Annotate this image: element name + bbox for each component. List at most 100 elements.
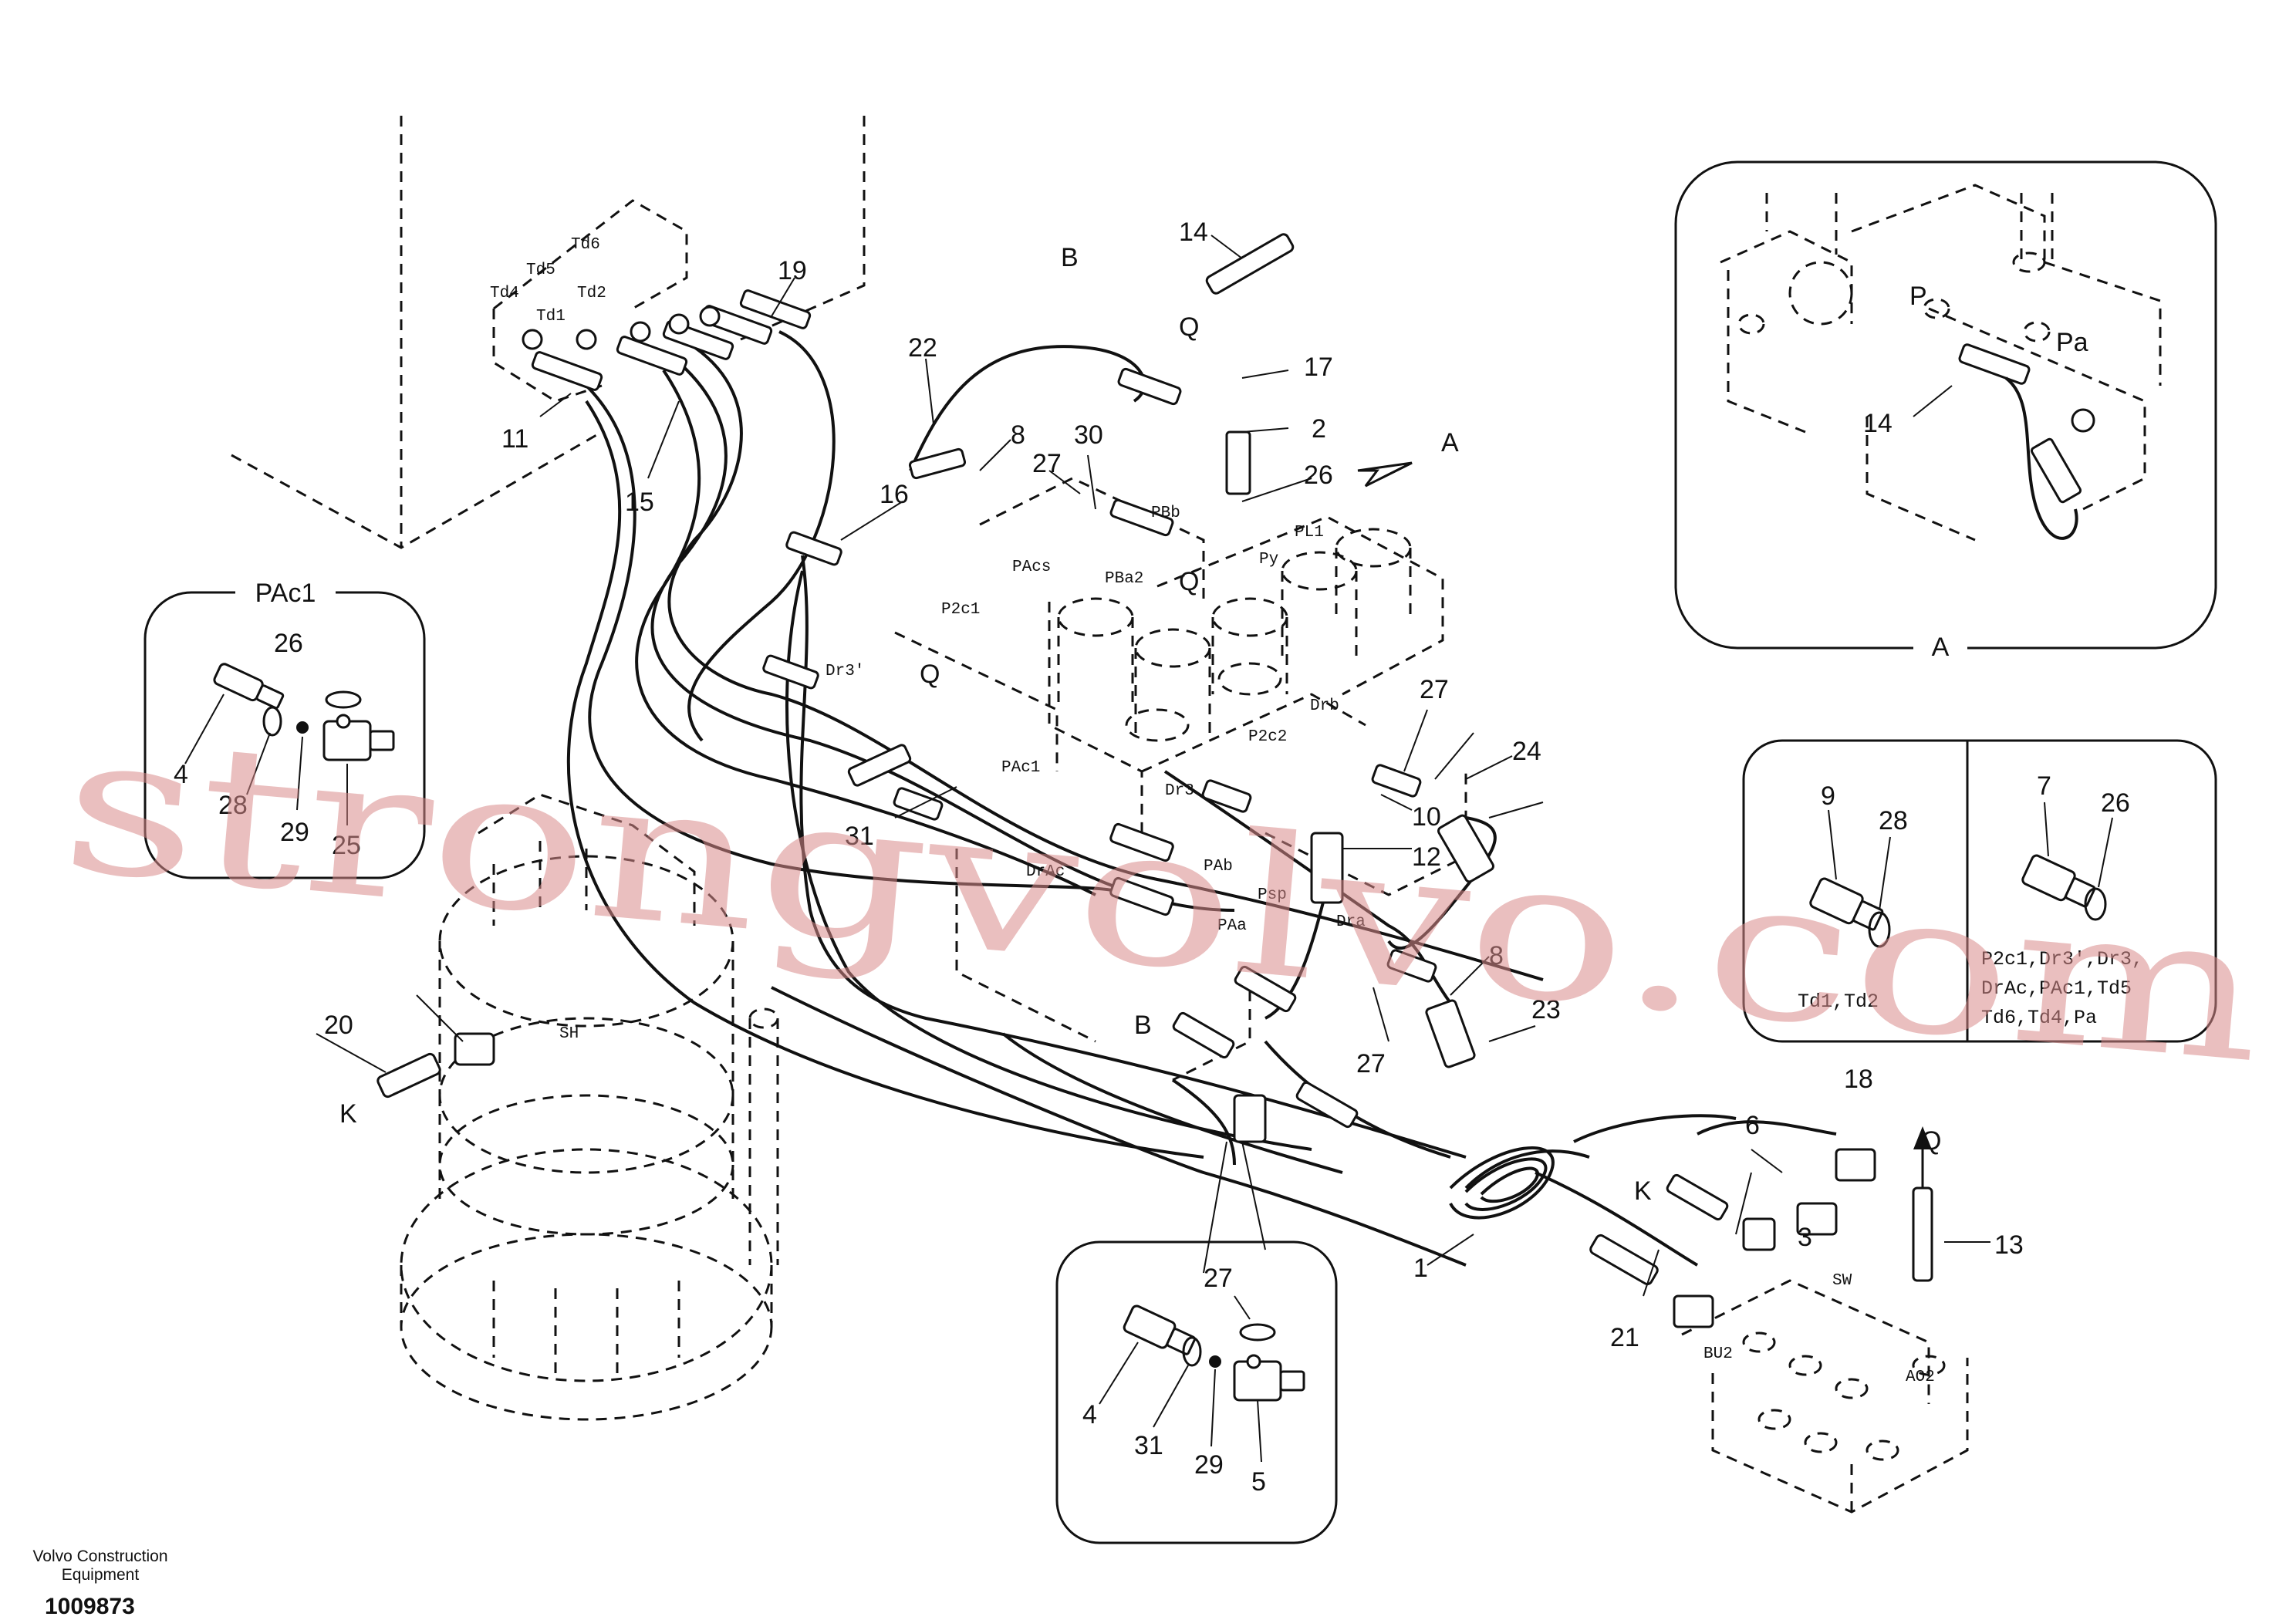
connection-q-left: Q bbox=[920, 660, 940, 689]
callout-8-top: 8 bbox=[1011, 420, 1025, 450]
callout-6-right: 6 bbox=[1745, 1111, 1760, 1140]
inset-pac1-callout-26: 26 bbox=[274, 629, 303, 658]
inset-pac1-callout-25: 25 bbox=[332, 831, 361, 860]
inset-plug-note-line3: Td6,Td4,Pa bbox=[1981, 1007, 2097, 1029]
callout-11: 11 bbox=[501, 424, 528, 454]
callout-17: 17 bbox=[1304, 353, 1333, 382]
inset-bottom-callout-27: 27 bbox=[1204, 1264, 1233, 1293]
inset-bottom-callout-31: 31 bbox=[1134, 1431, 1163, 1460]
port-pba2: PBa2 bbox=[1105, 570, 1143, 588]
callout-1: 1 bbox=[1413, 1254, 1428, 1283]
port-drac: DrAc bbox=[1026, 863, 1065, 881]
inset-bottom-callout-5: 5 bbox=[1251, 1467, 1266, 1497]
callout-2: 2 bbox=[1312, 414, 1326, 444]
inset-bottom-callout-29: 29 bbox=[1194, 1450, 1224, 1480]
connection-q-right: Q bbox=[1921, 1126, 1941, 1156]
callout-27-top: 27 bbox=[1032, 449, 1062, 478]
hose-runs bbox=[566, 330, 1837, 1267]
port-pl1: PL1 bbox=[1295, 524, 1324, 542]
callout-16: 16 bbox=[880, 480, 909, 509]
leader-lines bbox=[316, 235, 1990, 1297]
callout-19: 19 bbox=[778, 256, 807, 285]
port-td6: Td6 bbox=[571, 236, 600, 254]
port-sw: SW bbox=[1832, 1272, 1852, 1290]
inset-pac1-callout-28: 28 bbox=[218, 791, 248, 820]
inset-plug-td-note: Td1,Td2 bbox=[1798, 991, 1879, 1013]
inset-view-a: A P Pa 14 bbox=[1674, 160, 2217, 663]
callout-27-right: 27 bbox=[1420, 675, 1449, 704]
port-pab: PAb bbox=[1204, 858, 1233, 876]
port-p2c2: P2c2 bbox=[1248, 728, 1287, 746]
drawing-number: 1009873 bbox=[45, 1594, 135, 1619]
inset-pac1-callout-29: 29 bbox=[280, 818, 309, 847]
callout-8-bottom: 8 bbox=[1489, 941, 1504, 970]
port-dra: Dra bbox=[1336, 913, 1366, 931]
inset-plugs: 9 28 Td1,Td2 7 26 P2c1,Dr3',Dr3, DrAc,PA… bbox=[1742, 739, 2217, 1043]
port-dr3: Dr3 bbox=[1165, 782, 1194, 800]
port-p2c1: P2c1 bbox=[941, 601, 980, 619]
letter-markers: A B B Q Q Q Q K K bbox=[339, 243, 1941, 1206]
callout-26: 26 bbox=[1304, 461, 1333, 490]
auxiliary-valve-outline bbox=[1681, 1279, 1969, 1514]
inset-bottom-callout-4: 4 bbox=[1082, 1400, 1097, 1429]
inset-plug-callout-26: 26 bbox=[2101, 788, 2130, 818]
inset-pac1: PAc1 26 4 29 28 25 bbox=[144, 575, 426, 879]
inset-plug-callout-7: 7 bbox=[2037, 771, 2051, 801]
port-drb: Drb bbox=[1310, 697, 1339, 715]
port-labels: Td6 Td5 Td4 Td2 Td1 PBb PL1 Py PAcs PBa2… bbox=[490, 236, 1935, 1386]
callout-3: 3 bbox=[1798, 1223, 1812, 1252]
port-ao2: AO2 bbox=[1906, 1369, 1935, 1386]
callout-18: 18 bbox=[1844, 1065, 1873, 1094]
port-py: Py bbox=[1259, 551, 1278, 569]
callout-24: 24 bbox=[1512, 737, 1541, 766]
hose-coil bbox=[1449, 1146, 1555, 1220]
callout-22: 22 bbox=[908, 333, 937, 363]
callout-13: 13 bbox=[1994, 1230, 2024, 1260]
port-psp: Psp bbox=[1258, 886, 1287, 904]
inset-pac1-callout-4: 4 bbox=[174, 760, 188, 789]
inset-plug-callout-28: 28 bbox=[1879, 806, 1908, 835]
swing-motor-outline bbox=[400, 793, 779, 1421]
port-td2: Td2 bbox=[577, 285, 606, 302]
inset-a-callout-14: 14 bbox=[1863, 409, 1893, 438]
port-pbb: PBb bbox=[1151, 505, 1180, 522]
brand-line-2: Equipment bbox=[61, 1566, 140, 1584]
connection-b-top: B bbox=[1061, 243, 1079, 272]
port-td1: Td1 bbox=[536, 308, 566, 326]
callout-23: 23 bbox=[1531, 995, 1561, 1024]
connection-b-bottom: B bbox=[1134, 1011, 1152, 1040]
port-td5: Td5 bbox=[526, 262, 555, 279]
connection-k-right: K bbox=[1634, 1176, 1652, 1206]
port-td4: Td4 bbox=[490, 285, 519, 302]
callout-15: 15 bbox=[625, 488, 654, 517]
callout-31: 31 bbox=[845, 822, 874, 851]
callout-21: 21 bbox=[1610, 1323, 1639, 1352]
control-valve-outline bbox=[894, 477, 1467, 1082]
hose-fittings bbox=[376, 233, 1933, 1328]
port-sh: SH bbox=[559, 1025, 579, 1043]
callout-12: 12 bbox=[1412, 842, 1441, 872]
callout-10: 10 bbox=[1412, 802, 1441, 832]
port-paa: PAa bbox=[1217, 917, 1247, 935]
view-a-arrow bbox=[1357, 461, 1413, 488]
port-pacs: PAcs bbox=[1012, 559, 1051, 576]
callout-30: 30 bbox=[1074, 420, 1103, 450]
port-pac1: PAc1 bbox=[1001, 759, 1040, 777]
connection-k-left: K bbox=[339, 1099, 357, 1129]
callout-27-bottom: 27 bbox=[1356, 1049, 1386, 1078]
port-dr3-prime: Dr3' bbox=[826, 663, 864, 680]
brand-caption: Volvo Construction Equipment bbox=[23, 1547, 177, 1585]
inset-bottom: 27 4 31 29 5 bbox=[1055, 1240, 1338, 1544]
connection-q-mid: Q bbox=[1179, 567, 1199, 596]
callout-numbers: 1 2 3 6 8 8 10 11 12 13 14 15 16 17 18 1… bbox=[324, 218, 2024, 1352]
inset-plug-note-line2: DrAc,PAc1,Td5 bbox=[1981, 977, 2132, 1000]
view-a-marker: A bbox=[1441, 428, 1459, 457]
port-bu2: BU2 bbox=[1703, 1345, 1733, 1363]
watermark: strongvolvo.com bbox=[54, 690, 2271, 1105]
connection-q-top: Q bbox=[1179, 312, 1199, 342]
flow-arrow bbox=[1913, 1126, 1932, 1188]
inset-a-title: A bbox=[1932, 633, 1950, 662]
inset-plug-note-line1: P2c1,Dr3',Dr3, bbox=[1981, 948, 2143, 970]
inset-a-port-p: P bbox=[1909, 282, 1927, 311]
